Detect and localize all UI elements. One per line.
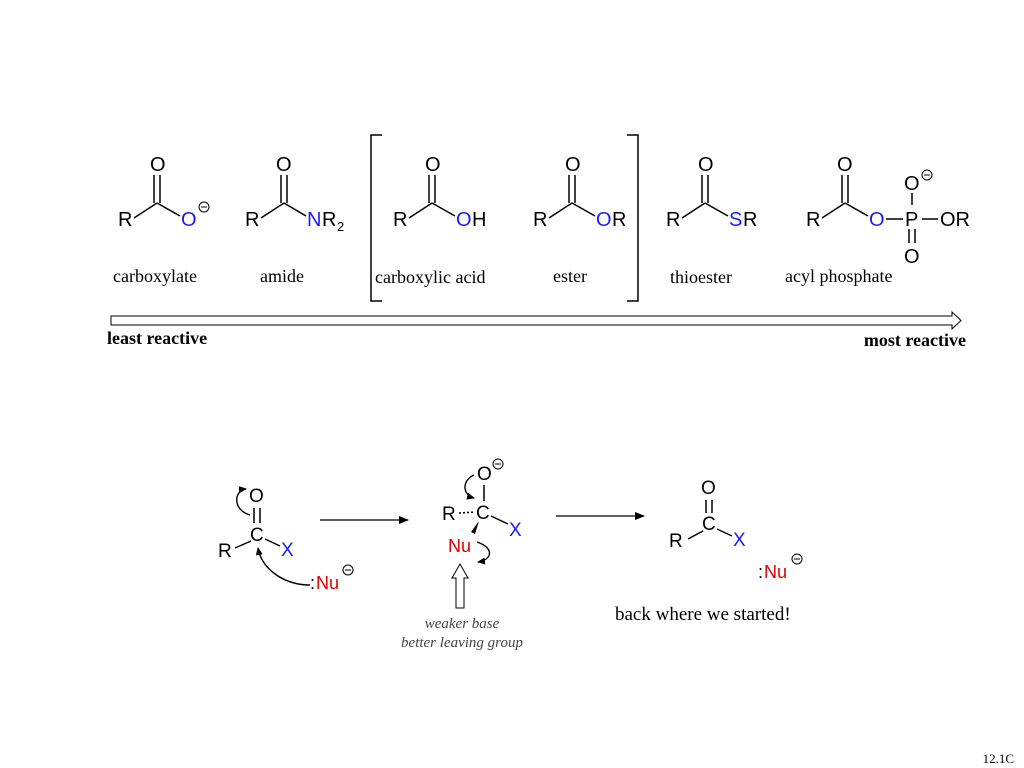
atom-r: R [442, 504, 456, 525]
atom-o-carbonyl: O [425, 154, 441, 176]
atom-p: P [905, 209, 918, 231]
atom-h: H [472, 209, 486, 231]
negative-charge-icon [342, 564, 354, 576]
lone-pair-colon: : [310, 573, 315, 593]
structure-acyl-phosphate: R O O P OR O O acyl phosphate [785, 154, 970, 286]
atom-o-anion: O [904, 173, 920, 195]
atom-o-carbonyl: O [565, 154, 581, 176]
atom-r: R [666, 209, 680, 231]
note-weaker-base: weaker base [425, 616, 500, 632]
negative-charge-icon [921, 169, 933, 181]
structure-thioester: R O S R thioester [666, 154, 757, 287]
atom-o-carbonyl: O [150, 154, 166, 176]
slide-number: 12.1C [983, 751, 1014, 766]
label-carboxylate: carboxylate [113, 266, 197, 286]
note-better-leaving-group: better leaving group [401, 635, 523, 651]
bracket-group [370, 134, 639, 302]
lone-pair-colon: : [758, 562, 763, 582]
label-most-reactive: most reactive [864, 330, 966, 350]
label-least-reactive: least reactive [107, 328, 207, 348]
label-ester: ester [553, 266, 587, 286]
negative-charge-icon [198, 201, 210, 213]
note-back-where-started: back where we started! [615, 604, 791, 625]
atom-o-carbonyl: O [249, 486, 264, 507]
atom-r: R [669, 531, 683, 552]
structure-carboxylic-acid: R O O H carboxylic acid [375, 154, 486, 287]
atom-o-carbonyl: O [698, 154, 714, 176]
atom-r: R [612, 209, 626, 231]
atom-r: R [118, 209, 132, 231]
atom-r: R [393, 209, 407, 231]
atom-c: C [250, 525, 264, 546]
atom-x: X [509, 520, 522, 541]
reactivity-scale-arrow [110, 310, 962, 331]
atom-r: R [743, 209, 757, 231]
atom-nu: Nu [316, 573, 339, 593]
atom-c: C [702, 514, 716, 535]
atom-nu: Nu [448, 536, 471, 556]
atom-o-phosphoryl: O [904, 246, 920, 268]
negative-charge-icon [791, 553, 803, 565]
structure-amide: R O N R 2 amide [245, 154, 344, 286]
label-amide: amide [260, 266, 304, 286]
atom-r: R [533, 209, 547, 231]
atom-x: X [733, 530, 746, 551]
atom-n: N [307, 209, 321, 231]
negative-charge-icon [492, 458, 504, 470]
atom-o-hydroxyl: O [456, 209, 472, 231]
atom-o-bridge: O [869, 209, 885, 231]
mechanism-product: O C R X : Nu back where we started! [615, 478, 803, 625]
atom-r: R [322, 209, 336, 231]
mechanism-intermediate: O C R X Nu weaker base better leaving gr… [401, 458, 523, 651]
atom-r: R [245, 209, 259, 231]
atom-o-carbonyl: O [701, 478, 716, 499]
atom-o-carbonyl: O [276, 154, 292, 176]
atom-o-carbonyl: O [837, 154, 853, 176]
atom-r: R [806, 209, 820, 231]
label-thioester: thioester [670, 267, 732, 287]
atom-c: C [476, 503, 490, 524]
label-acyl-phosphate: acyl phosphate [785, 266, 892, 286]
atom-x: X [281, 540, 294, 561]
atom-o-anion: O [477, 464, 492, 485]
label-carboxylic-acid: carboxylic acid [375, 267, 485, 287]
atom-or: OR [940, 209, 970, 231]
pointer-arrow-icon [451, 562, 469, 609]
structure-carboxylate: R O O carboxylate [113, 154, 210, 286]
atom-o-ester: O [596, 209, 612, 231]
mechanism-reactant: O C R X : Nu [218, 486, 354, 593]
atom-r: R [218, 541, 232, 562]
atom-s: S [729, 209, 742, 231]
structure-ester: R O O R ester [533, 154, 626, 286]
atom-o-anion: O [181, 209, 197, 231]
atom-nu: Nu [764, 562, 787, 582]
subscript-2: 2 [337, 219, 344, 234]
